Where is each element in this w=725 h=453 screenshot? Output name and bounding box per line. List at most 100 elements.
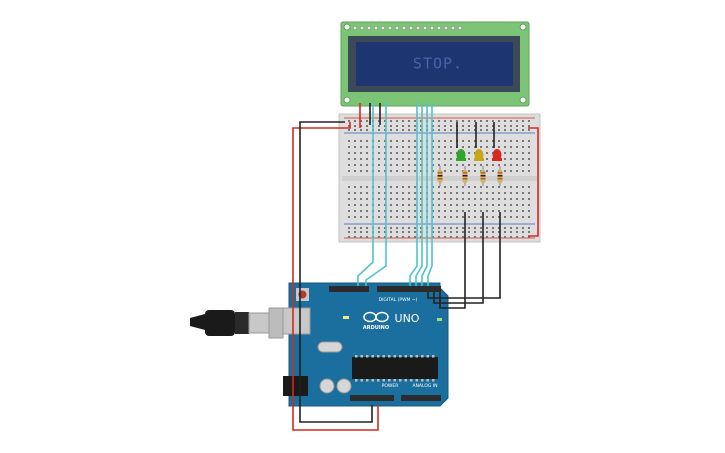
breadboard-hole	[420, 158, 422, 160]
breadboard-hole	[348, 129, 350, 131]
usb-port	[282, 307, 311, 335]
reset-button-icon[interactable]	[296, 288, 309, 301]
resistor-3[interactable]	[480, 166, 486, 186]
breadboard-hole	[402, 140, 404, 142]
breadboard-hole	[414, 231, 416, 233]
lcd-data-wire-d5[interactable]	[415, 103, 423, 286]
breadboard-hole	[510, 216, 512, 218]
arduino-uno-board[interactable]: DIGITAL (PWM ~) ARDUINO UNO POWER AN	[282, 282, 449, 407]
breadboard-hole	[366, 216, 368, 218]
lcd-data-wire-d4[interactable]	[409, 103, 418, 286]
signal-wire-d13[interactable]	[427, 212, 501, 299]
breadboard-hole	[438, 210, 440, 212]
breadboard-hole	[384, 170, 386, 172]
chip-pin	[382, 379, 385, 382]
breadboard-hole	[396, 227, 398, 229]
resistor-4[interactable]	[497, 166, 503, 186]
yellow-led[interactable]	[474, 149, 484, 161]
breadboard-hole	[522, 170, 524, 172]
breadboard-hole	[492, 204, 494, 206]
breadboard-hole	[480, 192, 482, 194]
breadboard-hole	[360, 125, 362, 127]
breadboard-hole	[408, 120, 410, 122]
chip-pin	[432, 379, 435, 382]
breadboard-hole	[456, 198, 458, 200]
breadboard-hole	[438, 231, 440, 233]
green-led[interactable]	[456, 149, 466, 161]
breadboard-hole	[492, 216, 494, 218]
breadboard-hole	[354, 164, 356, 166]
resistor-1[interactable]	[437, 166, 443, 186]
breadboard-hole	[474, 236, 476, 238]
breadboard-hole	[522, 120, 524, 122]
breadboard-hole	[378, 152, 380, 154]
signal-wire-d11[interactable]	[439, 212, 466, 309]
breadboard-hole	[366, 192, 368, 194]
breadboard-hole	[510, 152, 512, 154]
breadboard-hole	[366, 186, 368, 188]
breadboard-hole	[474, 125, 476, 127]
breadboard-hole	[348, 231, 350, 233]
on-led	[437, 318, 442, 321]
chip-pin	[355, 379, 358, 382]
breadboard-hole	[444, 210, 446, 212]
breadboard-hole	[360, 152, 362, 154]
breadboard-hole	[348, 120, 350, 122]
breadboard-hole	[402, 198, 404, 200]
breadboard-hole	[486, 231, 488, 233]
breadboard-hole	[396, 192, 398, 194]
breadboard-hole	[486, 158, 488, 160]
breadboard-hole	[480, 186, 482, 188]
breadboard-hole	[522, 125, 524, 127]
breadboard-hole	[492, 236, 494, 238]
breadboard-hole	[444, 125, 446, 127]
breadboard-hole	[348, 186, 350, 188]
lcd-data-wire-d7[interactable]	[427, 103, 433, 286]
breadboard-hole	[414, 120, 416, 122]
breadboard-hole	[528, 170, 530, 172]
breadboard-hole	[522, 129, 524, 131]
chip-pin	[393, 379, 396, 382]
breadboard-hole	[390, 192, 392, 194]
breadboard-hole	[390, 170, 392, 172]
breadboard-hole	[414, 236, 416, 238]
breadboard-hole	[420, 236, 422, 238]
lcd-data-wire-en[interactable]	[365, 103, 387, 286]
breadboard-hole	[504, 236, 506, 238]
usb-cable-icon[interactable]	[190, 307, 284, 339]
breadboard-hole	[396, 236, 398, 238]
breadboard-hole	[396, 164, 398, 166]
lcd-data-wire-rs[interactable]	[357, 103, 374, 286]
breadboard-hole	[390, 227, 392, 229]
breadboard-hole	[360, 210, 362, 212]
breadboard-hole	[498, 210, 500, 212]
breadboard-hole	[432, 227, 434, 229]
lcd-data-wire-d6[interactable]	[421, 103, 428, 286]
breadboard-hole	[432, 158, 434, 160]
breadboard-hole	[522, 152, 524, 154]
power-wire-left[interactable]	[292, 122, 379, 431]
breadboard-hole	[390, 164, 392, 166]
arduino-logo	[363, 311, 389, 323]
ground-wire-left[interactable]	[299, 121, 373, 423]
breadboard-hole	[474, 140, 476, 142]
lcd-module[interactable]: STOP.	[340, 21, 530, 107]
breadboard-hole	[498, 146, 500, 148]
red-led[interactable]	[492, 149, 502, 161]
breadboard-hole	[516, 129, 518, 131]
breadboard-hole	[456, 227, 458, 229]
resistor-2[interactable]	[462, 166, 468, 186]
breadboard-hole	[360, 198, 362, 200]
breadboard-hole	[420, 164, 422, 166]
breadboard-hole	[510, 125, 512, 127]
power-wire-right-rail[interactable]	[528, 127, 539, 237]
power-jack-icon[interactable]	[283, 376, 308, 396]
breadboard-hole	[438, 216, 440, 218]
breadboard-hole	[378, 192, 380, 194]
breadboard-hole	[468, 216, 470, 218]
breadboard-hole	[462, 140, 464, 142]
breadboard-hole	[462, 186, 464, 188]
breadboard-hole	[348, 140, 350, 142]
breadboard-hole	[438, 186, 440, 188]
breadboard-hole	[444, 192, 446, 194]
